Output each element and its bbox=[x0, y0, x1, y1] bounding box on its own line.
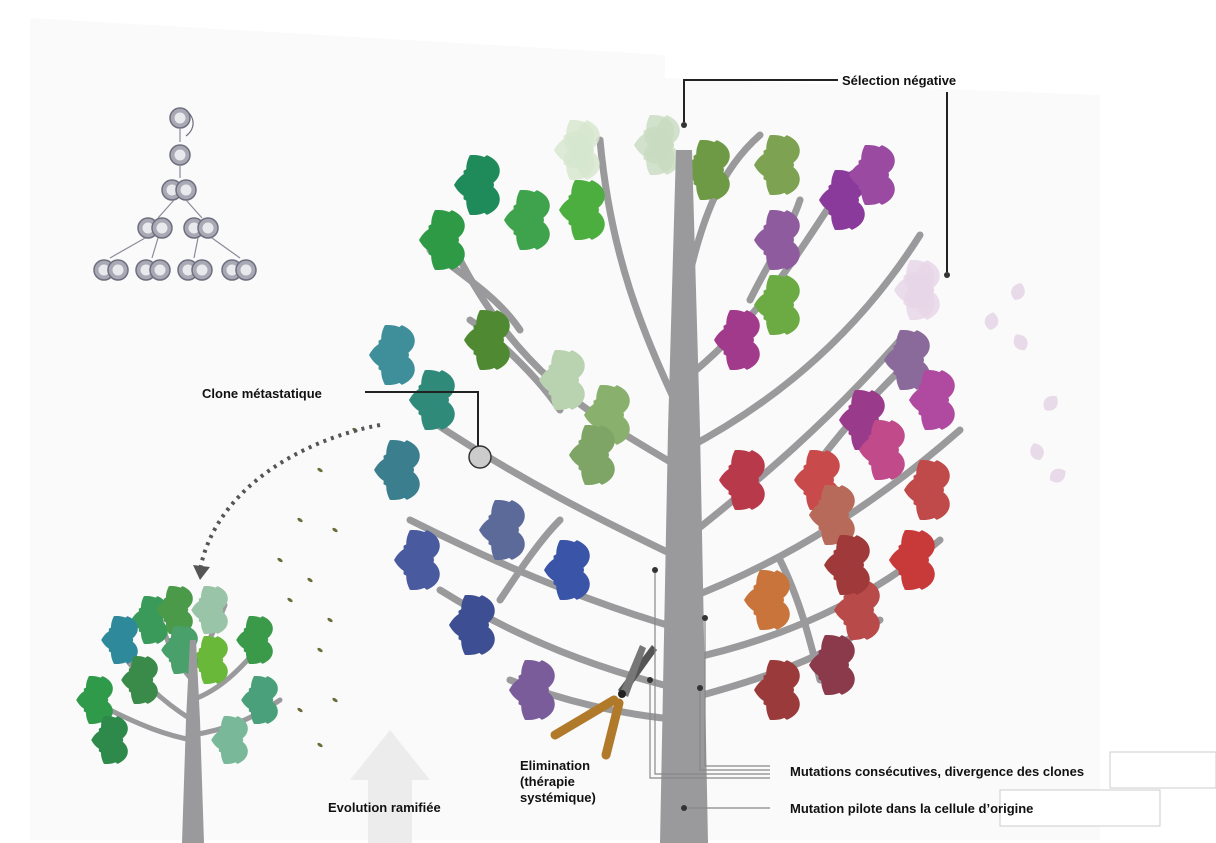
label-negative-selection: Sélection négative bbox=[842, 73, 956, 89]
label-driver-mutation: Mutation pilote dans la cellule d’origin… bbox=[790, 801, 1033, 817]
label-elimination-line2: (thérapie bbox=[520, 774, 630, 790]
label-metastatic-clone: Clone métastatique bbox=[202, 386, 322, 402]
circle-marker-icon bbox=[469, 446, 491, 468]
label-elimination-line1: Elimination bbox=[520, 758, 630, 774]
label-elimination-line3: systémique) bbox=[520, 790, 630, 806]
label-branched-evolution: Evolution ramifiée bbox=[328, 800, 441, 816]
label-consecutive-mutations: Mutations consécutives, divergence des c… bbox=[790, 764, 1084, 780]
label-elimination: Elimination (thérapie systémique) bbox=[520, 758, 630, 806]
frame-box bbox=[1110, 752, 1216, 788]
